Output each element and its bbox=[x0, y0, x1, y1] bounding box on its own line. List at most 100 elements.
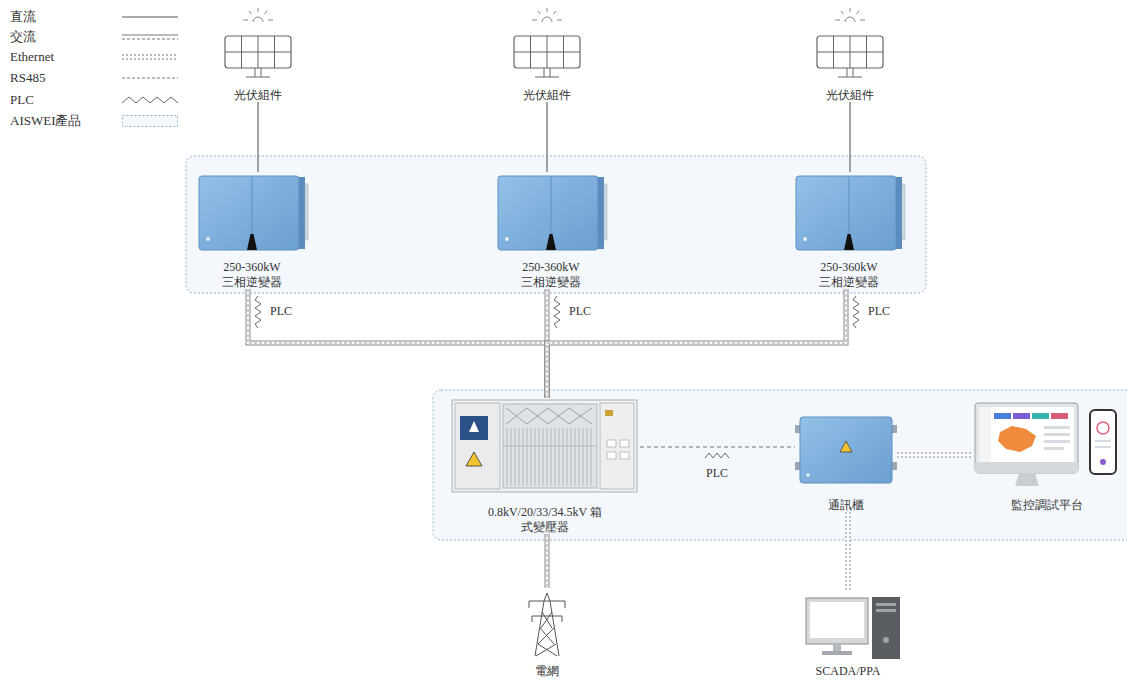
communication-cabinet-illustration bbox=[806, 473, 810, 477]
legend-text: RS485 bbox=[10, 69, 45, 87]
scada-computer-illustration bbox=[872, 597, 900, 659]
legend-sample bbox=[122, 113, 178, 129]
ethernet-connector bbox=[897, 454, 972, 457]
monitoring-screen-illustration bbox=[1097, 422, 1109, 434]
legend-text: 直流 bbox=[10, 8, 36, 26]
legend-sample bbox=[122, 9, 178, 25]
ac-connector bbox=[248, 289, 547, 398]
communication-cabinet-illustration bbox=[800, 417, 892, 483]
monitoring-screen-illustration bbox=[1044, 440, 1070, 443]
transformer-illustration bbox=[511, 428, 512, 486]
monitoring-screen-illustration bbox=[998, 426, 1036, 452]
inverter: 250-360kW 三相逆變器 bbox=[791, 172, 907, 289]
transformer-illustration bbox=[469, 421, 479, 432]
ac-connector bbox=[547, 534, 548, 588]
plc-connector bbox=[640, 447, 795, 448]
node-label: 250-360kW 三相逆變器 bbox=[515, 260, 587, 289]
transformer-illustration bbox=[503, 446, 597, 447]
scada-computer-illustration bbox=[822, 651, 852, 655]
legend-sample bbox=[122, 35, 178, 36]
transformer-illustration bbox=[503, 404, 597, 488]
transformer-illustration bbox=[563, 428, 564, 486]
box-transformer: 0.8kV/20/33/34.5kV 箱式變壓器 bbox=[450, 398, 640, 534]
communication-cabinet-illustration bbox=[795, 425, 800, 433]
ethernet-connector bbox=[846, 512, 851, 592]
ethernet-connector bbox=[897, 453, 972, 458]
transformer-illustration bbox=[583, 428, 584, 486]
monitoring-screen-illustration bbox=[1090, 410, 1116, 474]
legend-row: 直流 bbox=[10, 8, 185, 26]
legend-sample bbox=[122, 29, 178, 45]
node-label: 監控調試平台 bbox=[1011, 498, 1083, 512]
monitoring-screen-illustration bbox=[1013, 413, 1030, 419]
dc-connector bbox=[850, 102, 851, 172]
node-label: 光伏組件 bbox=[234, 88, 282, 102]
scada-ppa: SCADA/PPA bbox=[798, 592, 898, 678]
scada-computer-illustration bbox=[876, 609, 896, 612]
dc-connector bbox=[258, 102, 259, 172]
node-label: SCADA/PPA bbox=[816, 664, 881, 678]
plc-zigzag bbox=[853, 296, 859, 328]
dc-connector bbox=[257, 102, 258, 172]
grid-tower-illustration bbox=[565, 601, 566, 608]
transformer-illustration bbox=[460, 416, 488, 440]
node-label: 0.8kV/20/33/34.5kV 箱式變壓器 bbox=[483, 505, 608, 534]
transformer-illustration bbox=[452, 400, 637, 492]
monitoring-screen-illustration bbox=[975, 403, 1078, 473]
edge-label: PLC bbox=[567, 304, 593, 318]
plc-connector bbox=[640, 446, 795, 447]
ethernet-connector bbox=[897, 455, 972, 456]
transformer-illustration bbox=[507, 428, 508, 486]
ac-connector bbox=[547, 289, 846, 398]
grid-tower-illustration bbox=[535, 601, 544, 656]
monitoring-platform: 監控調試平台 bbox=[972, 400, 1122, 512]
ac-connector bbox=[547, 289, 846, 398]
node-label-group: 通訊櫃 bbox=[795, 498, 897, 512]
plc-zigzag bbox=[554, 296, 560, 328]
transformer-illustration bbox=[527, 428, 528, 486]
grid-tower-illustration bbox=[529, 593, 565, 656]
transformer-illustration bbox=[559, 428, 560, 486]
inverter-illustration bbox=[796, 176, 905, 250]
node-label-group: 250-360kW 三相逆變器 bbox=[791, 260, 907, 289]
node-label-group: 光伏組件 bbox=[502, 88, 592, 102]
grid-tower-illustration bbox=[529, 601, 565, 602]
connector-group bbox=[248, 102, 972, 592]
monitoring-screen-illustration bbox=[1044, 426, 1070, 429]
legend-sample bbox=[122, 55, 178, 56]
monitoring-screen-illustration bbox=[1015, 473, 1039, 486]
product-group-box bbox=[186, 156, 926, 293]
transformer-illustration bbox=[620, 452, 629, 459]
transformer-illustration bbox=[519, 428, 520, 486]
pv-module: 光伏組件 bbox=[213, 4, 303, 102]
legend-sample bbox=[122, 92, 178, 108]
product-group-box bbox=[433, 390, 1127, 540]
dc-connector bbox=[849, 102, 850, 172]
communication-cabinet-illustration bbox=[892, 425, 897, 433]
node-label-group: 監控調試平台 bbox=[972, 498, 1122, 512]
ac-connector bbox=[547, 534, 548, 588]
grid-tower-illustration bbox=[532, 616, 562, 617]
node-label: 光伏組件 bbox=[826, 88, 874, 102]
node-label-group: 250-360kW 三相逆變器 bbox=[493, 260, 609, 289]
ethernet-connector bbox=[848, 512, 849, 592]
legend-row: PLC bbox=[10, 91, 185, 109]
transformer-illustration bbox=[466, 452, 482, 466]
transformer-illustration bbox=[503, 428, 597, 486]
transformer-illustration bbox=[605, 410, 613, 416]
legend-text: Ethernet bbox=[10, 48, 54, 66]
node-label-group: 0.8kV/20/33/34.5kV 箱式變壓器 bbox=[450, 505, 640, 534]
power-grid: 電網 bbox=[507, 588, 587, 678]
transformer-illustration bbox=[535, 428, 536, 486]
transformer-illustration bbox=[506, 408, 592, 424]
monitoring-screen-illustration bbox=[979, 407, 991, 462]
transformer-illustration bbox=[452, 400, 637, 492]
inverter-illustration bbox=[498, 176, 607, 250]
ac-connector bbox=[248, 289, 547, 398]
transformer-illustration bbox=[543, 428, 544, 486]
inverter: 250-360kW 三相逆變器 bbox=[194, 172, 310, 289]
edge-label: PLC bbox=[704, 466, 730, 480]
ac-connector bbox=[547, 289, 846, 398]
pv-panel-illustration bbox=[514, 8, 580, 77]
